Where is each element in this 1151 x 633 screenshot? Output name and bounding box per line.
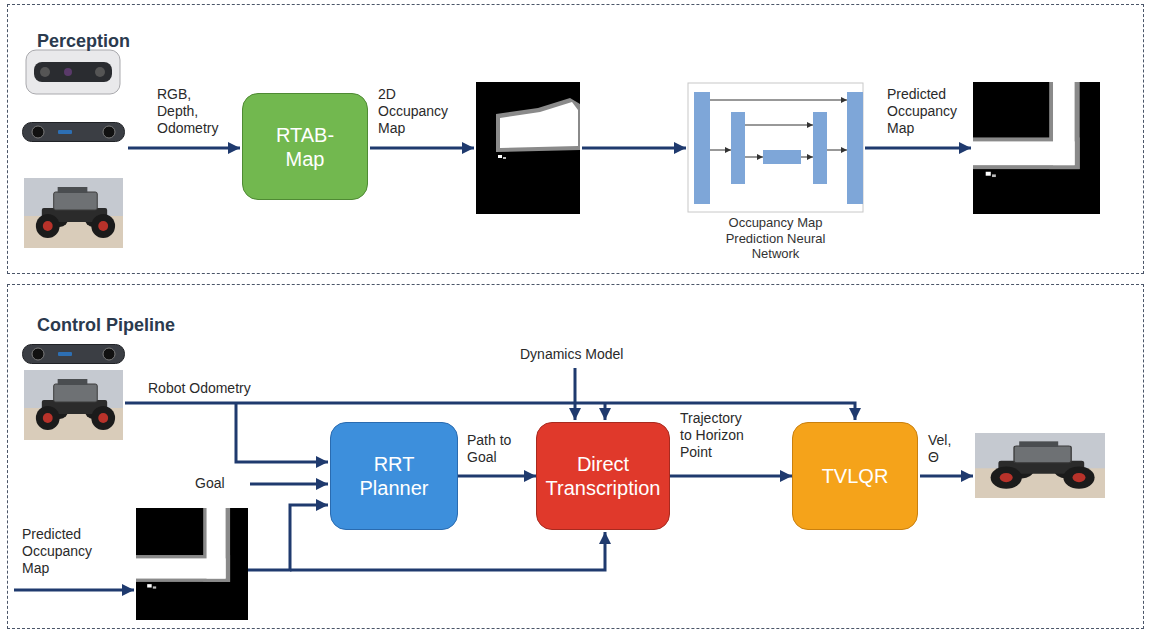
box-label: RRT Planner — [360, 452, 429, 500]
flow-arrow — [14, 589, 134, 592]
flow-label: Predicted Occupancy Map — [887, 86, 957, 136]
flow-arrow — [290, 532, 605, 570]
flow-connector — [458, 475, 536, 478]
panel-title: Control Pipeline — [37, 315, 175, 336]
depth-camera — [34, 62, 112, 82]
network-figure — [813, 112, 827, 184]
depth-camera — [40, 67, 50, 77]
network-figure — [763, 150, 801, 164]
occupancy-map — [498, 155, 502, 158]
process-box: TVLQR — [792, 422, 918, 530]
flow-label: RGB, Depth, Odometry — [157, 86, 218, 136]
network-figure — [847, 92, 863, 204]
flow-connector — [670, 475, 792, 478]
network-figure — [694, 92, 710, 204]
flow-label: Dynamics Model — [520, 346, 623, 363]
edge-label: Path to Goal — [467, 432, 529, 466]
network-figure — [745, 157, 763, 158]
flow-arrow — [920, 475, 973, 478]
network-figure — [827, 150, 847, 151]
network-figure: Occupancy Map Prediction Neural Network — [688, 83, 863, 265]
depth-camera — [26, 50, 120, 94]
panel-frame: PerceptionRTAB-MapOccupancy Map Predicti… — [8, 5, 1143, 273]
flow-label: Predicted Occupancy Map — [22, 526, 92, 576]
process-box: RTAB-Map — [242, 93, 368, 200]
flow-arrow — [370, 147, 474, 150]
occupancy-map — [500, 102, 578, 148]
flow-arrow — [574, 368, 577, 420]
process-box: RRT Planner — [330, 422, 458, 530]
panel-title: Perception — [37, 31, 130, 52]
occupancy-map — [496, 98, 580, 152]
flow-label: 2D Occupancy Map — [378, 86, 448, 136]
network-figure — [710, 150, 731, 151]
robot-car — [975, 433, 1105, 498]
flow-arrow — [250, 483, 328, 486]
depth-camera — [95, 67, 105, 77]
box-label: RTAB-Map — [276, 123, 334, 171]
box-label: TVLQR — [822, 464, 889, 488]
depth-camera — [26, 50, 120, 94]
network-figure — [710, 100, 847, 101]
process-box: Direct Transcription — [536, 422, 670, 530]
panel-frame: Control PipelineRRT Planner Direct Transc… — [8, 285, 1143, 628]
flow-arrow — [604, 403, 607, 420]
flow-label: Robot Odometry — [148, 380, 251, 397]
network-figure — [801, 157, 813, 158]
flow-arrow — [582, 147, 686, 150]
occupancy-map — [476, 82, 580, 214]
robot-car — [24, 178, 123, 248]
occupancy-map — [503, 157, 506, 159]
flow-arrow — [248, 505, 328, 570]
occupancy-map — [973, 82, 1100, 214]
flow-label: Goal — [195, 475, 225, 492]
box-label: Direct Transcription — [546, 452, 661, 500]
flow-arrow — [865, 147, 971, 150]
network-figure — [745, 125, 813, 126]
tracking-camera — [23, 345, 125, 364]
occupancy-map — [136, 508, 248, 620]
occupancy-map — [476, 82, 580, 214]
network-figure — [731, 112, 745, 184]
robot-car — [24, 370, 123, 440]
edge-label: Trajectory to Horizon Point — [680, 410, 756, 460]
depth-camera — [64, 68, 72, 76]
tracking-camera — [23, 123, 125, 142]
flow-arrow — [14, 368, 973, 590]
network-figure — [688, 83, 863, 212]
flow-label: Vel, Θ — [928, 432, 951, 466]
figure-caption: Occupancy Map Prediction Neural Network — [713, 215, 838, 262]
network-figure — [688, 83, 863, 212]
flow-arrow — [128, 147, 240, 150]
flow-arrow — [236, 403, 328, 462]
